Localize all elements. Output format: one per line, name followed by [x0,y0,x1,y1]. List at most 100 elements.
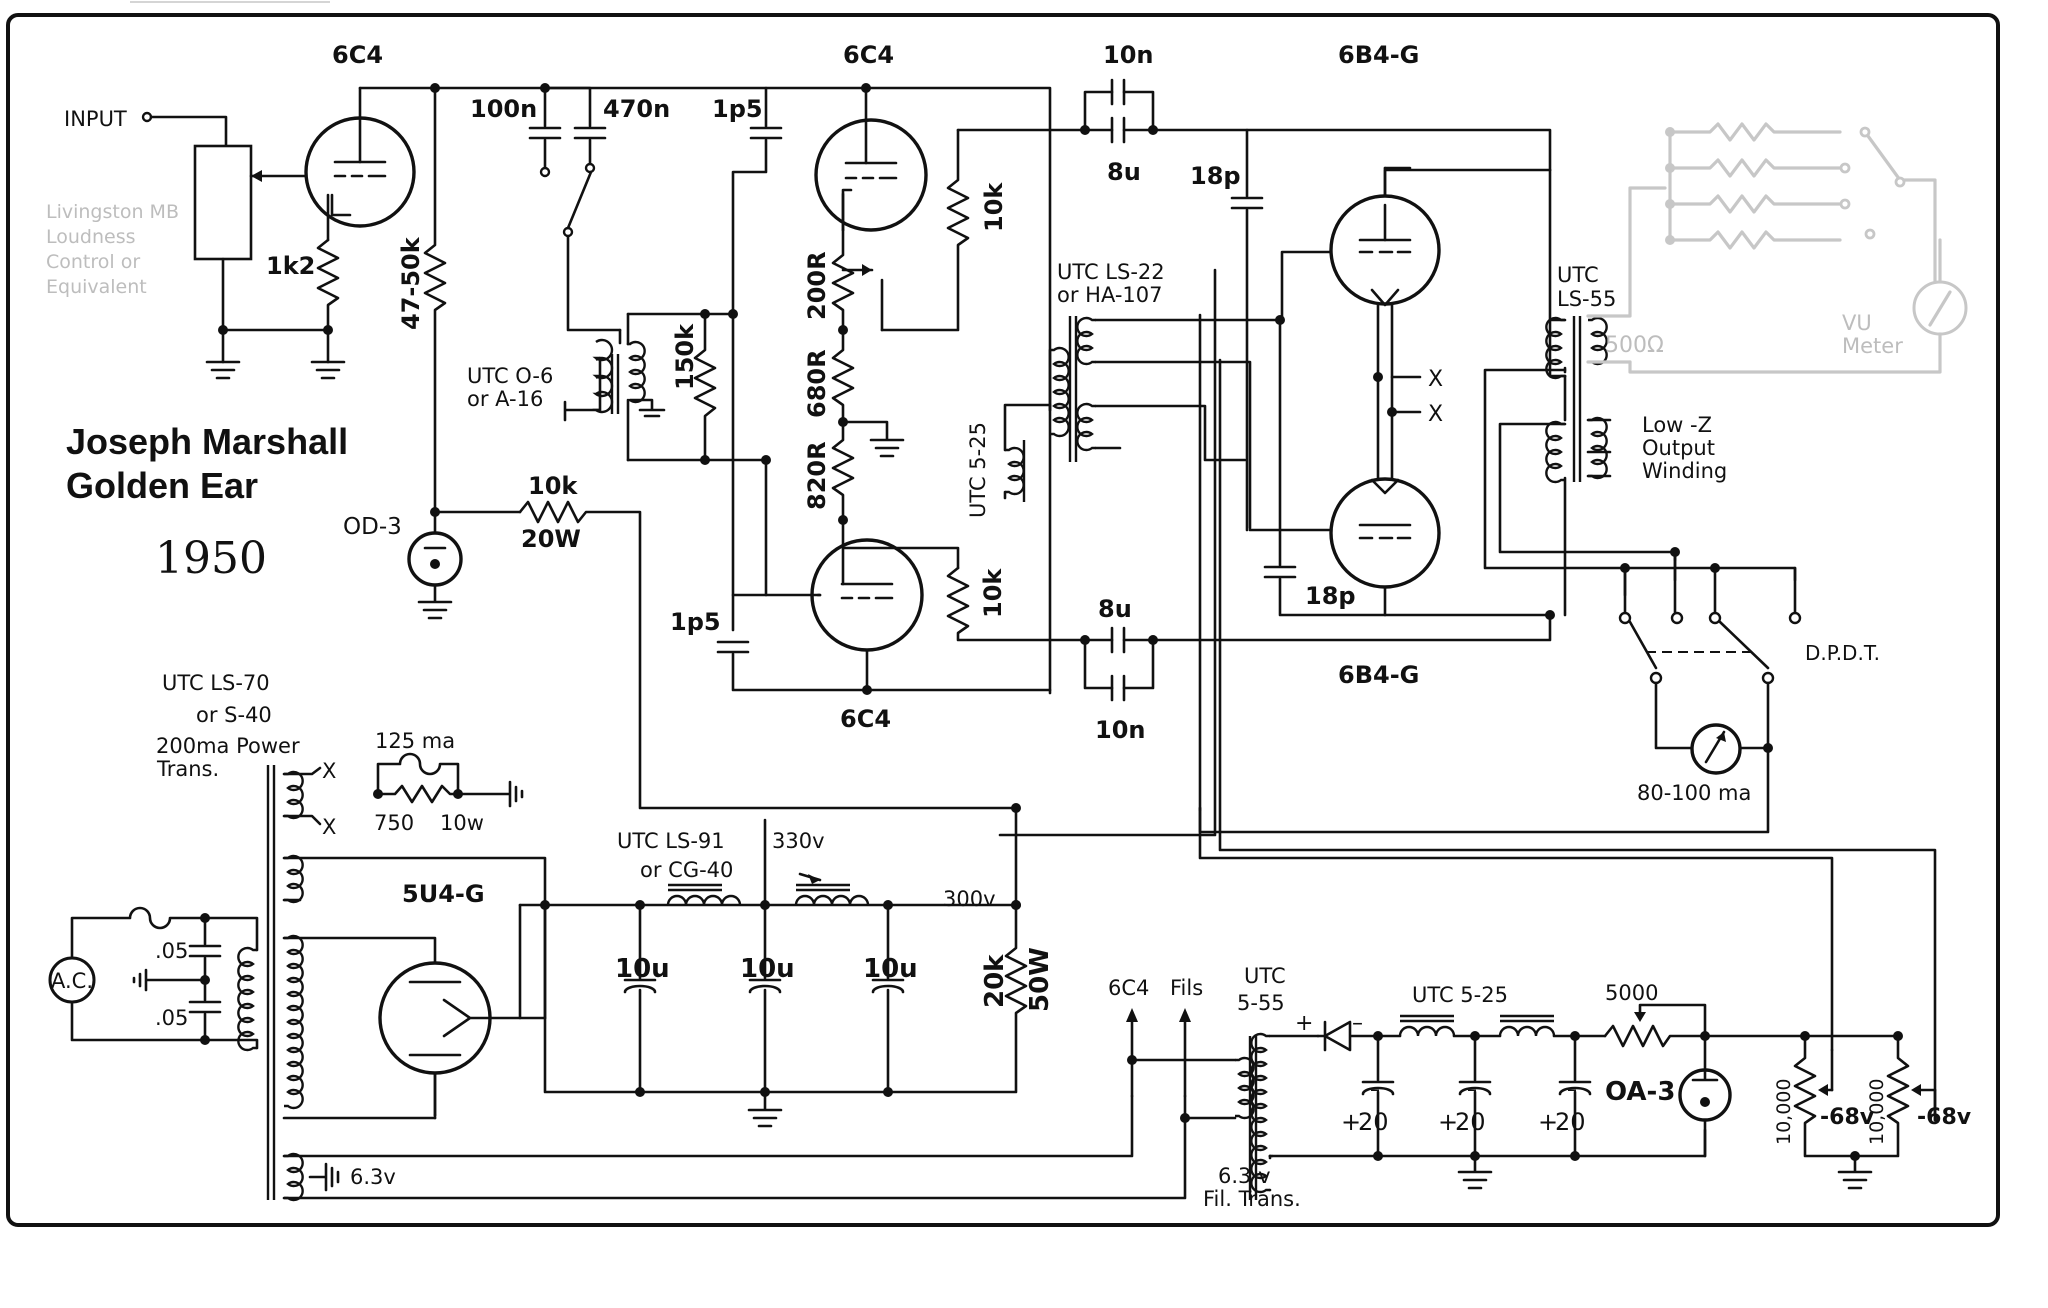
vu-line2: Meter [1842,334,1903,358]
utc-555-line1: UTC [1244,964,1286,988]
cap-05a-label: .05 [155,939,188,963]
c-20-3-label: 20 [1555,1108,1586,1136]
input-label: INPUT [64,107,127,131]
pot-b-label: 10,000 [1866,1079,1888,1145]
fuse-label: 125 ma [375,729,455,753]
schematic-border [6,13,2000,1227]
x3-label: X [322,759,336,783]
utc-o6-line2: or A-16 [467,387,543,411]
low-z-line1: Low -Z [1642,413,1712,437]
c-8u-bot-label: 8u [1098,595,1132,623]
r-20k-label: 20k [980,954,1010,1008]
c-470n-label: 470n [603,95,670,123]
utc-525-a-label: UTC 5-25 [966,422,990,518]
c-18p-top-label: 18p [1190,162,1241,190]
c-100n-label: 100n [470,95,537,123]
choke-ls91-line2: or CG-40 [640,858,733,882]
svg-text:+: + [1438,1108,1458,1136]
r-1k2-label: 1k2 [266,252,315,280]
low-z-line3: Winding [1642,459,1727,483]
x2-label: X [1428,402,1443,427]
title-line1: Joseph Marshall [66,421,348,462]
bias-meter [1690,723,1742,775]
choke-ls91-line1: UTC LS-91 [617,829,725,853]
utc-555-line2: 5-55 [1237,991,1285,1015]
utc-ls55-line1: UTC [1557,263,1599,287]
svg-text:+: + [1538,1108,1558,1136]
tube-out-bottom [1329,477,1441,589]
ohm-500-label: 500Ω [1605,333,1664,358]
power-line3: 200ma Power [156,734,300,758]
c-1p5-bot-label: 1p5 [670,608,721,636]
power-line1: UTC LS-70 [162,671,270,695]
c-10u-2-label: 10u [740,954,795,984]
dpdt-label: D.P.D.T. [1805,641,1880,665]
tube-out-top-label: 6B4-G [1338,41,1419,69]
title-line2: Golden Ear [66,465,258,506]
r-10k-b-label: 10k [979,568,1007,618]
r-50w-label: 50W [1025,947,1055,1012]
loudness-control [193,144,253,261]
c-18p-bot-label: 18p [1305,582,1356,610]
pot-a-label: 10,000 [1773,1079,1795,1145]
utc-ls22-line2: or HA-107 [1057,283,1163,307]
control-note-4: Equivalent [46,276,147,298]
r-750-label: 750 [374,811,414,835]
r-4750k-label: 47-50k [397,236,425,330]
v300-label: 300v [943,887,996,911]
power-line4: Trans. [156,757,219,781]
meter-label: 80-100 ma [1637,781,1751,805]
fil-6c4-label: 6C4 [1108,976,1149,1000]
r-5000-label: 5000 [1605,981,1658,1005]
power-line2: or S-40 [196,703,272,727]
c-20-1-label: 20 [1358,1108,1389,1136]
svg-text:–: – [1370,1077,1380,1101]
v330-label: 330v [772,829,825,853]
tube-v2-label: 6C4 [843,41,894,69]
title-year: 1950 [155,533,267,584]
c-10n-bot-label: 10n [1095,716,1145,744]
utc-ls22-line1: UTC LS-22 [1057,260,1165,284]
tube-v3 [810,538,924,652]
svg-text:–: – [1567,1077,1577,1101]
ac-label: A.C. [51,969,93,993]
tube-out-bottom-label: 6B4-G [1338,661,1419,689]
cap-05b-label: .05 [155,1006,188,1030]
svg-text:+: + [1295,1011,1313,1036]
r-820r-label: 820R [803,441,831,510]
v68-a-label: -68v [1820,1105,1875,1130]
c-1p5-top-label: 1p5 [712,95,763,123]
utc-o6-line1: UTC O-6 [467,364,553,388]
tube-v3-label: 6C4 [840,705,891,733]
x4-label: X [322,815,336,839]
svg-text:–: – [1352,1011,1363,1036]
r-10k20w-b: 20W [521,525,581,553]
low-z-line2: Output [1642,436,1715,460]
utc-525-b-label: UTC 5-25 [1412,983,1508,1007]
control-note-3: Control or [46,251,140,273]
control-note-2: Loudness [46,226,136,248]
vu-line1: VU [1842,311,1872,335]
utc-ls55-line2: LS-55 [1557,287,1616,311]
od3-label: OD-3 [343,514,402,540]
c-20-2-label: 20 [1455,1108,1486,1136]
v63-label: 6.3v [350,1165,396,1189]
r-10k20w-a: 10k [528,472,578,500]
r-200r-label: 200R [803,251,831,320]
r-680r-label: 680R [803,349,831,418]
c-8u-top-label: 8u [1107,158,1141,186]
fil-trans-line2: Fil. Trans. [1203,1187,1301,1211]
c-10u-1-label: 10u [615,954,670,984]
svg-text:+: + [1341,1108,1361,1136]
tube-rect-label: 5U4-G [402,880,485,908]
svg-text:–: – [1467,1077,1477,1101]
oa3-label: OA-3 [1605,1077,1675,1107]
c-10n-top-label: 10n [1103,41,1153,69]
tube-v2 [814,118,928,232]
c-10u-3-label: 10u [863,954,918,984]
tube-v1-label: 6C4 [332,41,383,69]
x1-label: X [1428,367,1443,392]
r-10w-label: 10w [440,811,484,835]
ac-source [48,956,96,1004]
